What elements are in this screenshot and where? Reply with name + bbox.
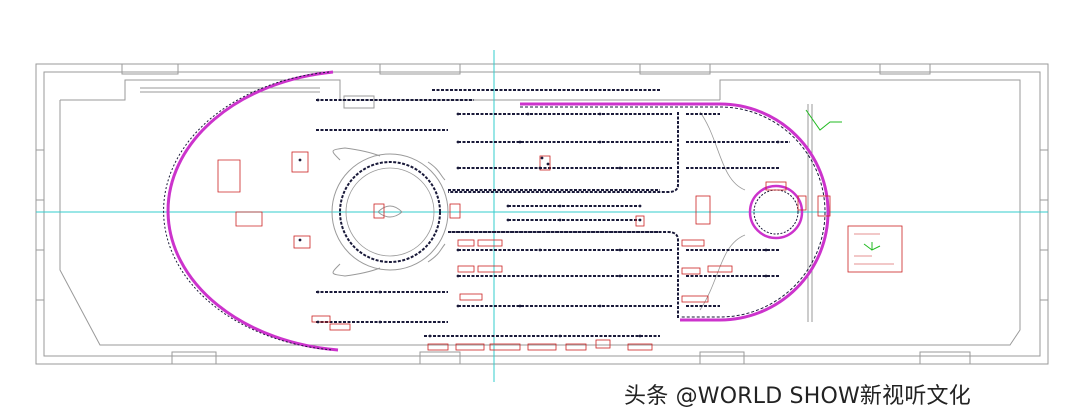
circular-stage (331, 147, 449, 277)
vertical-truss (448, 112, 679, 318)
fixture-dots (298, 98, 780, 338)
racetrack-truss (520, 102, 830, 322)
left-arc-truss (163, 70, 339, 352)
note-box (805, 109, 903, 273)
watermark-text: 头条 @WORLD SHOW新视听文化 (624, 384, 971, 409)
truss-lines (316, 89, 790, 337)
center-axis-lines (36, 50, 1048, 382)
dimension-markers (217, 151, 831, 351)
building-outline (35, 63, 1049, 365)
